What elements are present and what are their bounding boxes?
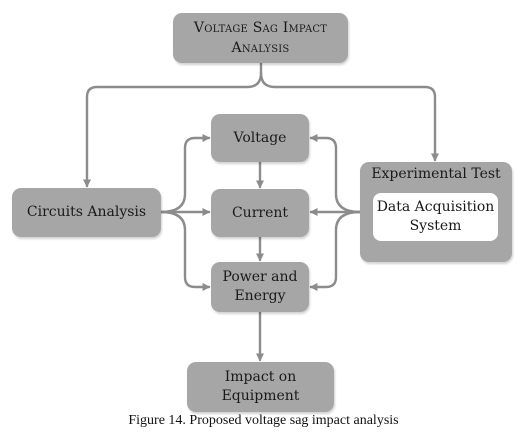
edge-experimental-to-voltage [309,134,362,214]
node-current: Current [211,189,309,237]
node-voltage: Voltage [211,114,309,162]
node-data-acquisition-system: Data Acquisition System [373,193,498,241]
node-voltage-sag-impact-analysis: Voltage Sag Impact Analysis [173,13,348,63]
title-line-1: Voltage Sag Impact [193,20,328,36]
circuits-label: Circuits Analysis [26,204,147,220]
voltage-label: Voltage [233,129,287,146]
daq-line-2: System [409,218,462,234]
power-line-1: Power and [222,269,298,285]
edge-title-stem [83,61,263,188]
node-experimental-test: Experimental Test Data Acquisition Syste… [360,162,512,262]
node-power-and-energy: Power and Energy [211,262,309,312]
edge-title-to-experimental [259,71,439,162]
figure-caption: Figure 14. Proposed voltage sag impact a… [128,413,399,428]
current-label: Current [231,204,289,221]
node-impact-on-equipment: Impact on Equipment [187,362,334,412]
experimental-label: Experimental Test [371,166,501,182]
edge-circuits-to-voltage [159,134,211,214]
edge-experimental-to-power [309,210,362,291]
impact-line-1: Impact on [224,369,297,385]
edge-circuits-to-power [159,210,211,291]
daq-line-1: Data Acquisition [376,199,495,215]
node-circuits-analysis: Circuits Analysis [12,188,161,237]
power-line-2: Energy [234,288,286,304]
title-line-2: Analysis [231,40,290,56]
impact-line-2: Equipment [221,388,300,404]
